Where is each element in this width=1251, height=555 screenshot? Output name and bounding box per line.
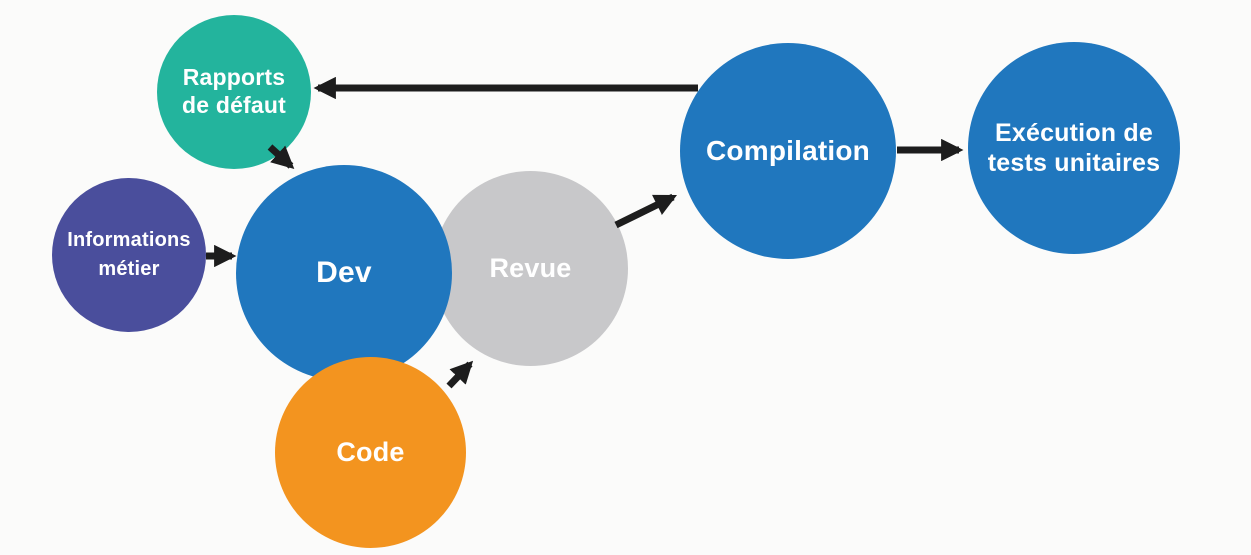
arrow-revue-to-compilation (614, 193, 678, 229)
node-informations-metier: Informations métier (52, 178, 206, 332)
arrow-code-to-revue (446, 360, 474, 389)
node-execution-tests-unitaires: Exécution de tests unitaires (968, 42, 1180, 254)
node-compilation: Compilation (680, 43, 896, 259)
node-code: Code (275, 357, 466, 548)
node-dev: Dev (236, 165, 452, 381)
node-rapports-de-defaut: Rapports de défaut (157, 15, 311, 169)
node-revue: Revue (433, 171, 628, 366)
